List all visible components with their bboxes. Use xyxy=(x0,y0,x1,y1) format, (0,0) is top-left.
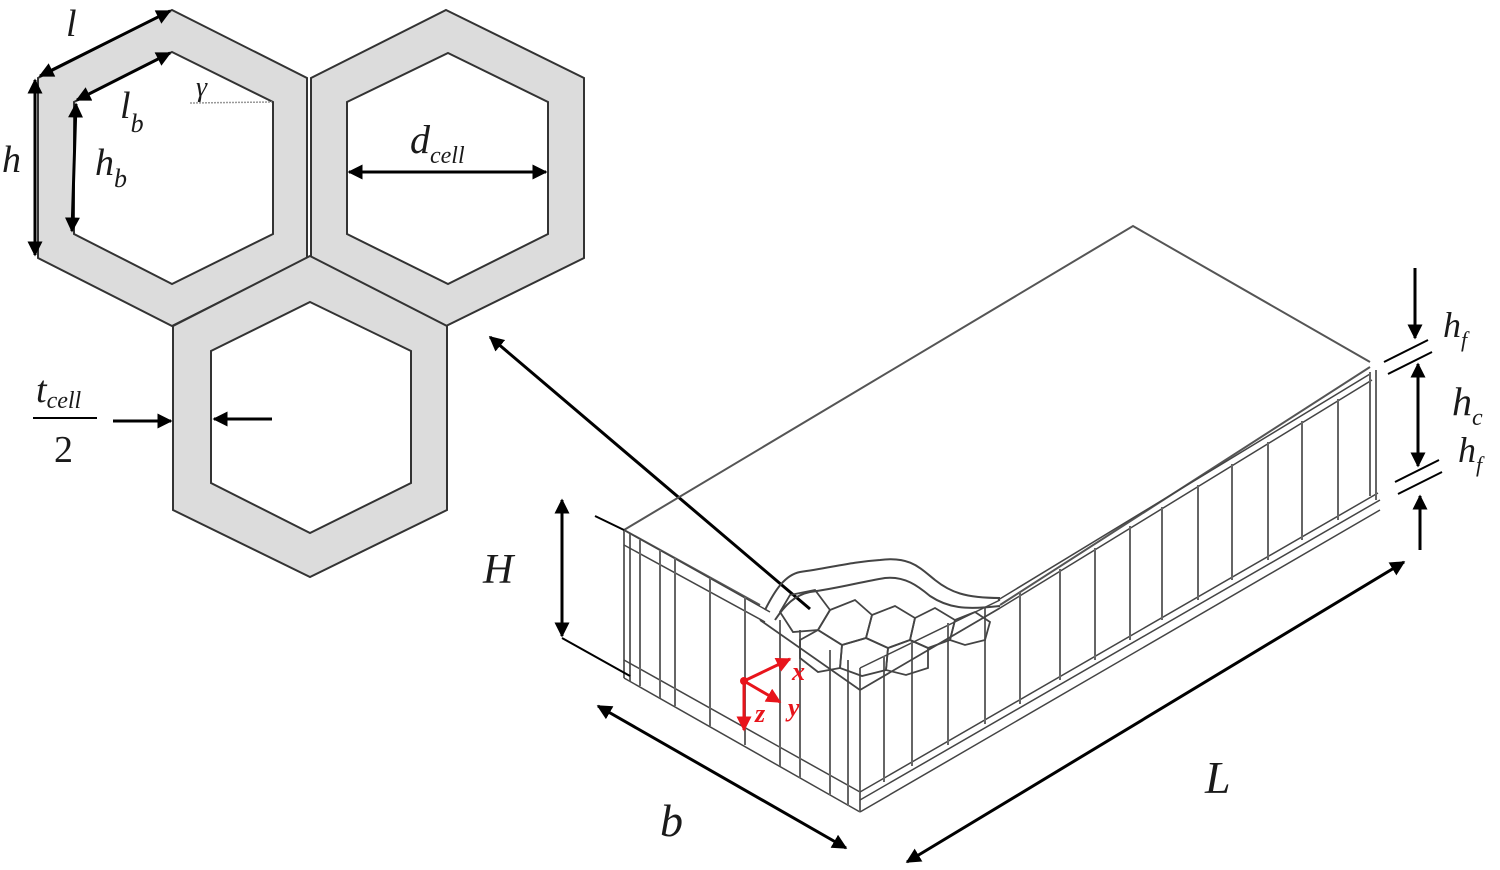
dim-L-arrow xyxy=(905,560,1406,864)
label-dcell: dcell xyxy=(410,117,465,169)
label-H: H xyxy=(482,547,516,593)
thickness-dimensions: hf hc hf xyxy=(1383,268,1485,550)
label-hf-bottom: hf xyxy=(1458,430,1485,477)
hex-cell-3-hole xyxy=(210,300,412,535)
label-tcell-numerator: tcell xyxy=(36,369,82,414)
hex-cell-1-hole xyxy=(73,50,274,286)
hf-bottom-tick-2 xyxy=(1397,471,1443,495)
dim-l-arrow xyxy=(38,9,172,78)
dim-lb-arrow xyxy=(75,51,172,102)
dim-H-extension-bottom xyxy=(561,637,631,677)
label-tcell-denominator: 2 xyxy=(54,429,73,471)
leader-arrow xyxy=(488,335,811,611)
dim-hb-arrow xyxy=(64,102,84,233)
label-hb: hb xyxy=(95,142,127,193)
label-L: L xyxy=(1204,752,1231,803)
x-axis-arrow xyxy=(743,657,792,683)
label-lb: lb xyxy=(120,85,144,138)
hf-top-tick-2 xyxy=(1387,351,1433,375)
coordinate-axes: x y z xyxy=(736,657,805,732)
label-l: l xyxy=(66,3,77,45)
sandwich-panel: x y z xyxy=(623,224,1381,813)
panel-top-face-outline xyxy=(623,224,1371,531)
z-axis-label: z xyxy=(754,699,766,728)
panel-right-face xyxy=(859,370,1381,813)
label-hf-top: hf xyxy=(1443,305,1470,352)
label-gamma: γ xyxy=(196,72,208,103)
gamma-reference-line xyxy=(189,101,273,104)
x-axis-label: x xyxy=(791,657,805,686)
dim-H-extension-top xyxy=(594,515,625,531)
label-hc: hc xyxy=(1452,379,1483,431)
unit-cell-group: l lb γ h hb dcell tcell 2 xyxy=(2,3,585,579)
hf-top-tick-1 xyxy=(1383,339,1429,363)
hf-bottom-tick-1 xyxy=(1394,459,1440,483)
label-b: b xyxy=(660,795,683,846)
y-axis-label: y xyxy=(785,693,800,722)
dim-b-arrow xyxy=(596,704,848,850)
y-axis-arrow xyxy=(743,679,782,704)
label-h: h xyxy=(2,139,21,181)
